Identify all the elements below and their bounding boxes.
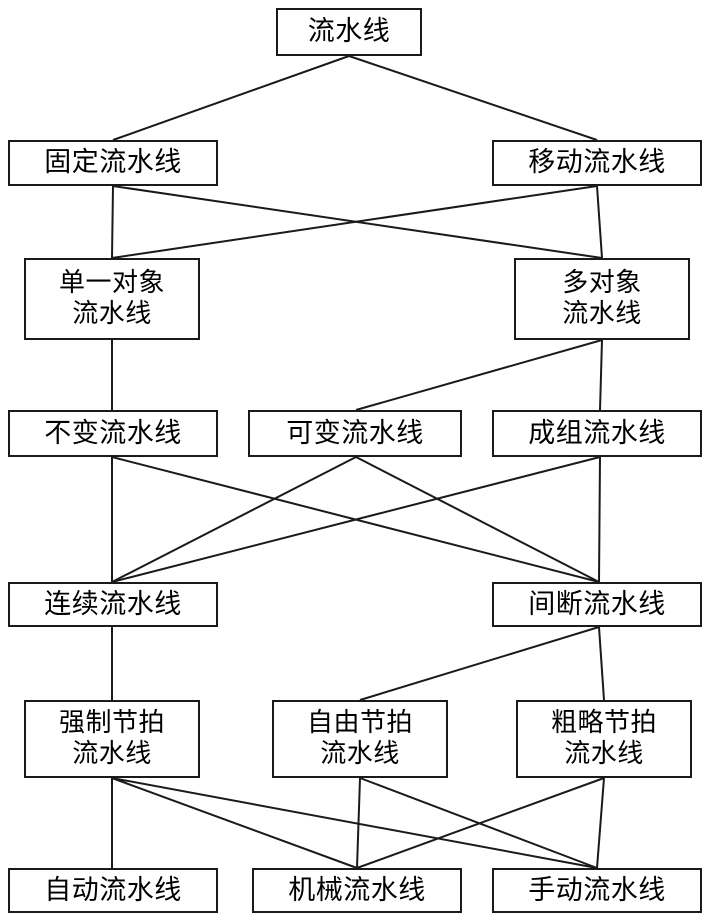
node-label-line: 不变流水线 <box>44 417 182 448</box>
node-label-line: 流水线 <box>72 739 152 768</box>
edge-chengzu-to-lianxu <box>111 456 601 583</box>
edge-chengzu-to-jianduan <box>598 456 601 583</box>
node-label-line: 可变流水线 <box>286 417 424 448</box>
node-label-line: 机械流水线 <box>288 874 426 905</box>
node-jianduan[interactable]: 间断流水线 <box>492 582 702 627</box>
node-label-line: 连续流水线 <box>44 588 182 619</box>
edge-liushuixian-to-guding <box>112 55 350 141</box>
node-label-line: 流水线 <box>307 16 391 47</box>
node-liushuixian[interactable]: 流水线 <box>276 8 422 56</box>
edge-yidong-to-danyi-duixiang <box>111 185 598 259</box>
edge-liushuixian-to-yidong <box>348 55 598 141</box>
node-qiangzhi-jiepai[interactable]: 强制节拍流水线 <box>24 700 200 778</box>
node-yidong[interactable]: 移动流水线 <box>492 140 702 186</box>
node-guding[interactable]: 固定流水线 <box>8 140 218 186</box>
edge-duo-duixiang-to-chengzu <box>599 339 603 411</box>
node-label-line: 强制节拍 <box>58 708 165 738</box>
node-shoudong[interactable]: 手动流水线 <box>492 868 702 913</box>
node-label-line: 手动流水线 <box>528 874 666 905</box>
node-label-line: 自由节拍 <box>306 708 413 738</box>
node-chengzu[interactable]: 成组流水线 <box>492 410 702 457</box>
edge-qiangzhi-jiepai-to-jixie <box>111 777 358 869</box>
edge-jianduan-to-culve-jiepai <box>598 626 605 701</box>
node-label-line: 移动流水线 <box>528 147 666 178</box>
node-jixie[interactable]: 机械流水线 <box>252 868 462 913</box>
node-label-line: 成组流水线 <box>528 417 666 448</box>
node-label-line: 粗略节拍 <box>550 708 657 738</box>
node-culve-jiepai[interactable]: 粗略节拍流水线 <box>516 700 692 778</box>
node-label-line: 流水线 <box>72 299 152 328</box>
node-label-line: 多对象 <box>562 268 642 298</box>
node-zidong[interactable]: 自动流水线 <box>8 868 218 913</box>
edge-kebian-to-jianduan <box>355 456 600 583</box>
node-label-line: 自动流水线 <box>44 874 182 905</box>
node-danyi-duixiang[interactable]: 单一对象流水线 <box>24 258 200 340</box>
node-bubian[interactable]: 不变流水线 <box>8 410 218 457</box>
node-kebian[interactable]: 可变流水线 <box>248 410 462 457</box>
node-lianxu[interactable]: 连续流水线 <box>8 582 218 627</box>
edge-yidong-to-duo-duixiang <box>596 185 603 259</box>
node-duo-duixiang[interactable]: 多对象流水线 <box>514 258 690 340</box>
edge-kebian-to-lianxu <box>111 456 357 583</box>
node-ziyou-jiepai[interactable]: 自由节拍流水线 <box>272 700 448 778</box>
node-label-line: 单一对象 <box>58 268 165 298</box>
edge-ziyou-jiepai-to-jixie <box>356 777 361 869</box>
node-label-line: 流水线 <box>562 299 642 328</box>
edge-culve-jiepai-to-shoudong <box>596 777 605 869</box>
node-label-line: 流水线 <box>320 739 400 768</box>
edge-guding-to-danyi-duixiang <box>111 185 114 259</box>
edge-jianduan-to-ziyou-jiepai <box>359 626 600 701</box>
node-label-line: 流水线 <box>564 739 644 768</box>
node-label-line: 固定流水线 <box>44 147 182 178</box>
edge-duo-duixiang-to-kebian <box>355 339 603 411</box>
node-label-line: 间断流水线 <box>528 588 666 619</box>
edge-qiangzhi-jiepai-to-shoudong <box>111 777 598 869</box>
edge-culve-jiepai-to-jixie <box>356 777 605 869</box>
